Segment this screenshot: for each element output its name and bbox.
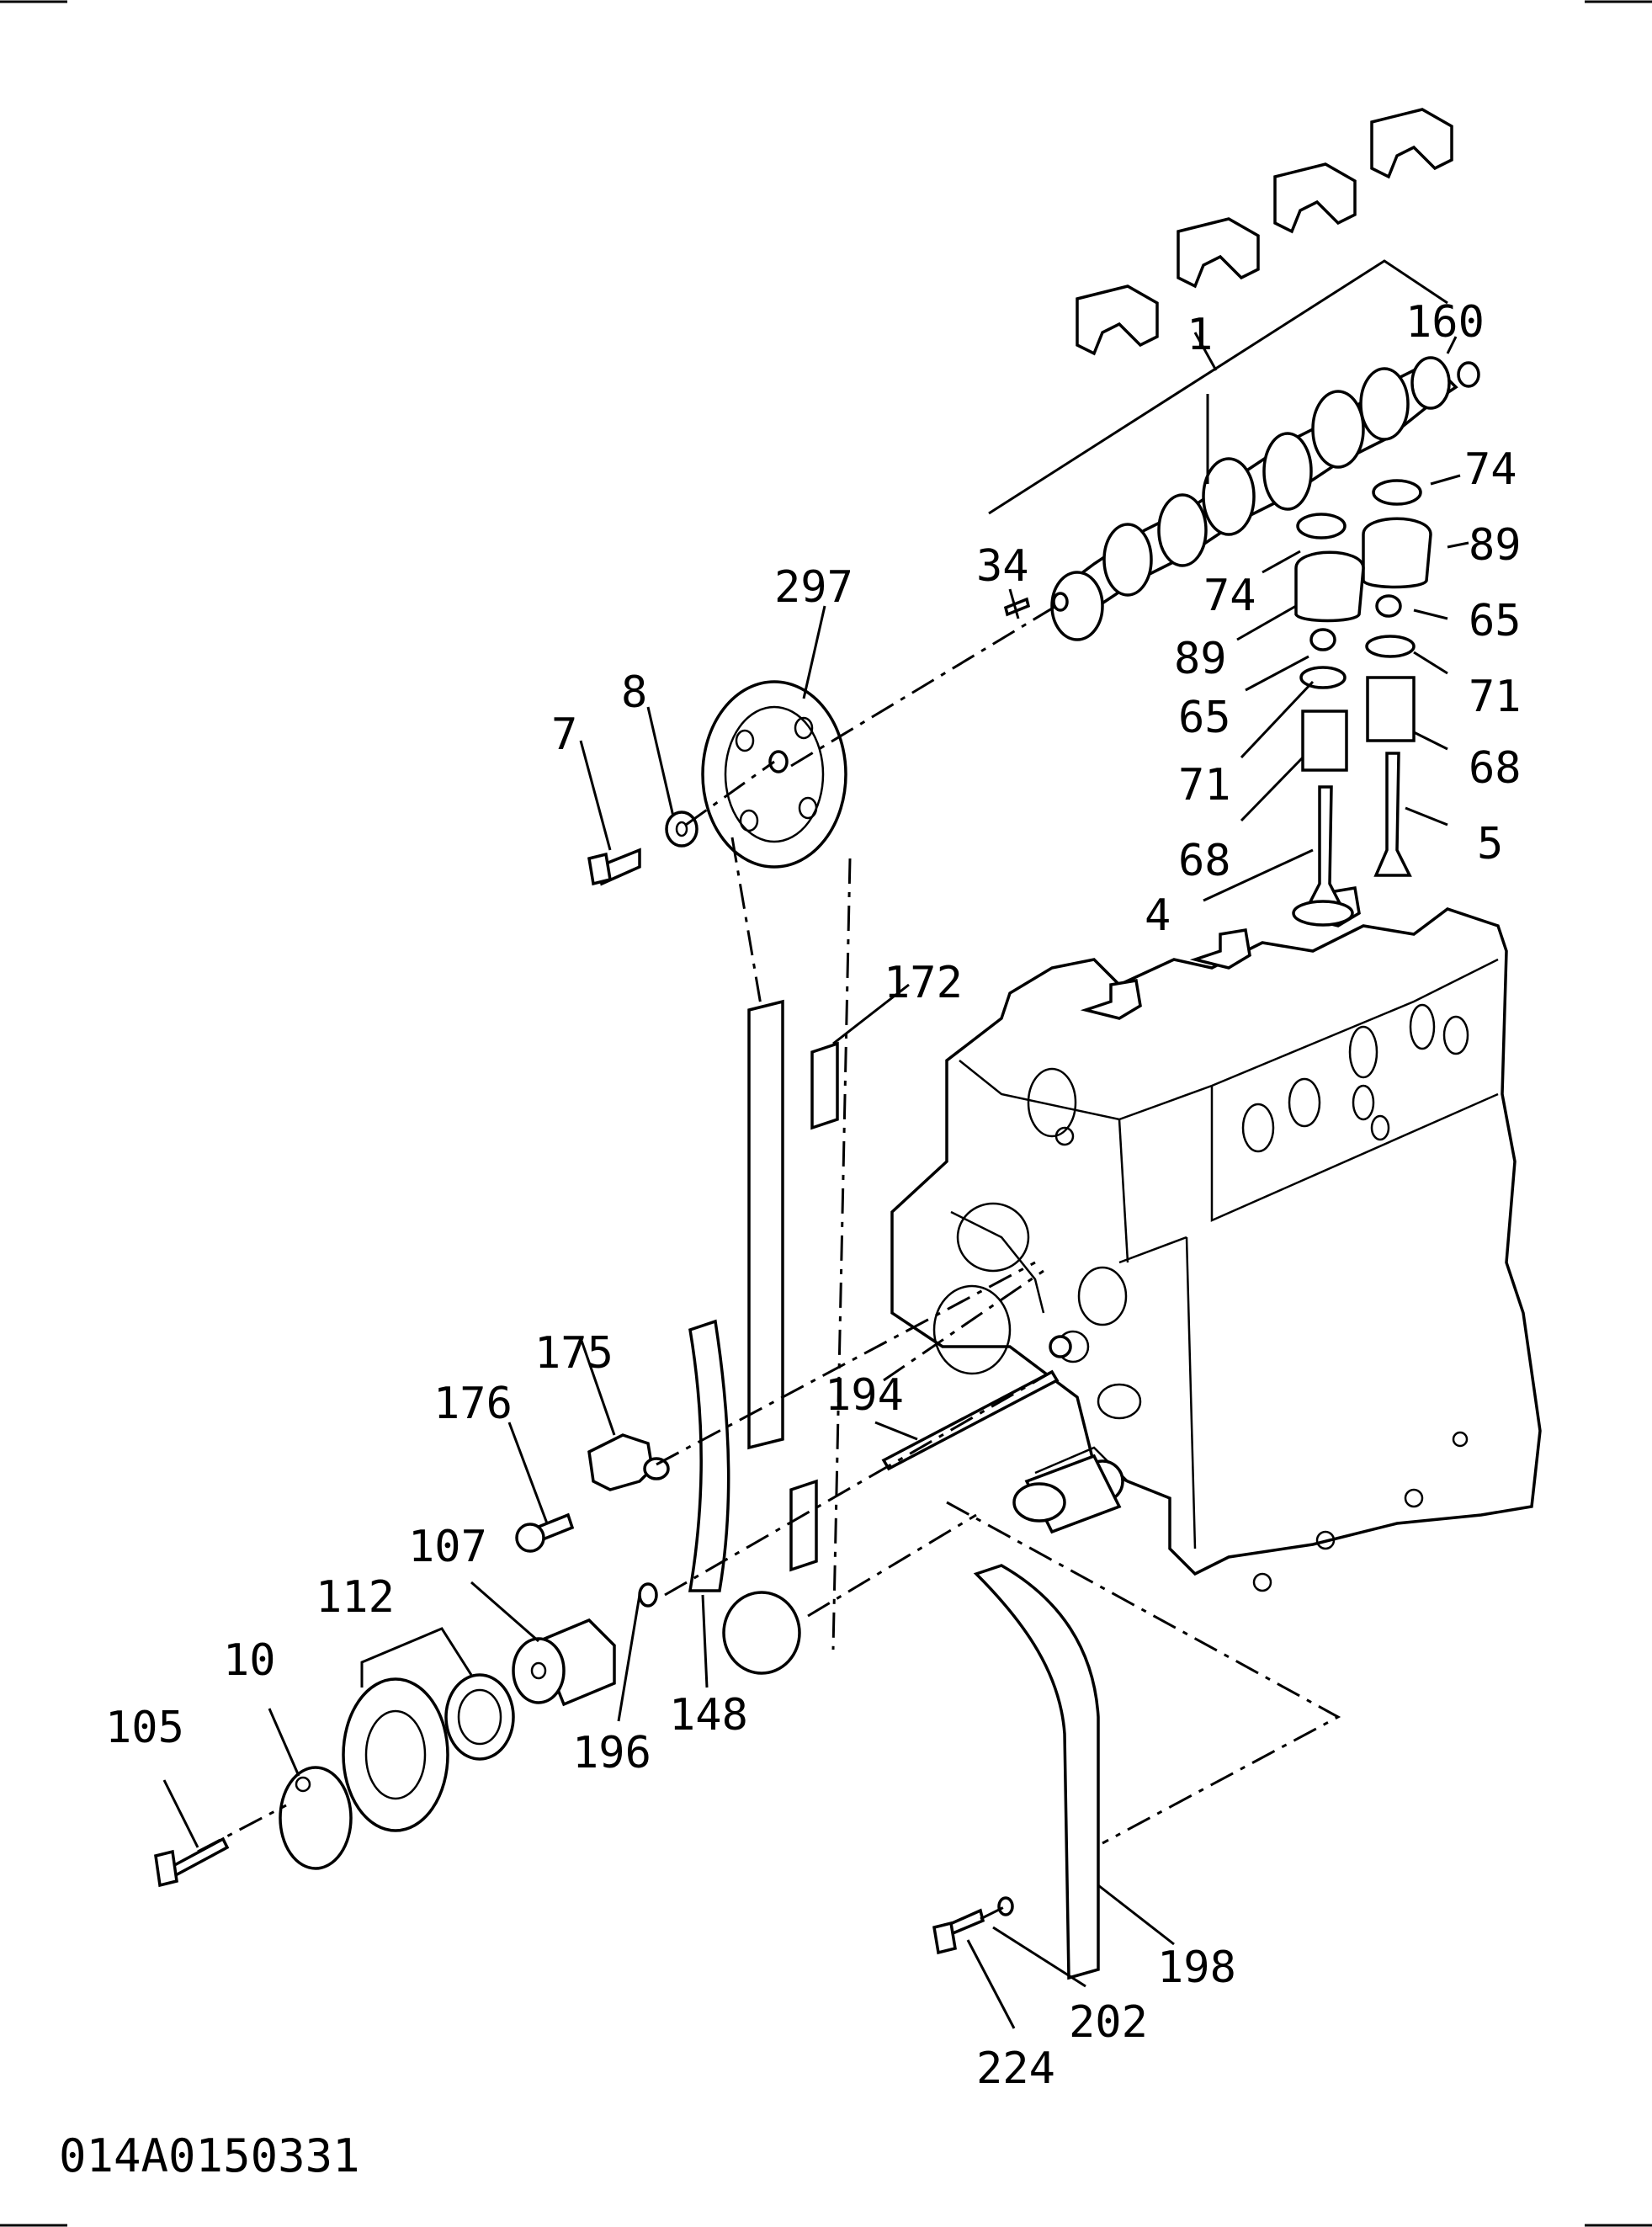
callout-8: 8 [621, 667, 647, 718]
callout-198: 198 [1157, 1943, 1236, 1993]
callout-71: 71 [1178, 760, 1231, 811]
callout-194: 194 [825, 1370, 904, 1421]
callout-172: 172 [884, 958, 963, 1008]
callout-4: 4 [1145, 890, 1171, 941]
callout-68: 68 [1469, 743, 1522, 794]
callout-74: 74 [1464, 444, 1517, 495]
callout-297: 297 [774, 562, 853, 613]
callout-107: 107 [408, 1522, 487, 1572]
callout-148: 148 [669, 1690, 748, 1741]
callout-1: 1 [1187, 310, 1213, 360]
cover-plate [932, 1564, 1100, 1980]
callout-112: 112 [316, 1572, 395, 1623]
valve-train-right [1362, 479, 1432, 877]
callout-labels: 1 160 74 89 65 71 68 5 34 74 89 65 71 68… [105, 297, 1522, 2094]
callout-68: 68 [1178, 836, 1231, 886]
callout-196: 196 [572, 1728, 651, 1778]
engine-block [890, 885, 1542, 1592]
chain-guide [688, 1319, 730, 1592]
pulley-and-bolt [154, 1766, 353, 1888]
washer-and-bolt [587, 811, 699, 886]
tensioner [515, 1433, 670, 1553]
callout-74: 74 [1203, 571, 1256, 621]
timing-chain [747, 999, 839, 1572]
callout-10: 10 [223, 1635, 276, 1686]
callout-71: 71 [1469, 672, 1522, 722]
leader-lines [162, 259, 1469, 2029]
callout-34: 34 [976, 541, 1029, 592]
callout-89: 89 [1174, 634, 1227, 684]
callout-175: 175 [534, 1328, 614, 1379]
idler-shaft [512, 1618, 616, 1707]
circlip [638, 1582, 658, 1608]
sprocket [701, 680, 847, 869]
pin [1003, 597, 1031, 617]
callout-65: 65 [1469, 596, 1522, 646]
callout-176: 176 [433, 1379, 513, 1429]
camshaft [1050, 356, 1480, 641]
callout-89: 89 [1469, 520, 1522, 571]
bearing-caps [1076, 108, 1453, 356]
crank-sprocket [722, 1591, 801, 1675]
crank-gear [342, 1673, 515, 1832]
callout-160: 160 [1405, 297, 1485, 348]
callout-7: 7 [551, 710, 577, 760]
callout-65: 65 [1178, 693, 1231, 743]
callout-202: 202 [1069, 1997, 1148, 2048]
callout-5: 5 [1477, 819, 1503, 869]
valve-train-left [1292, 513, 1365, 927]
callout-224: 224 [976, 2044, 1055, 2094]
callout-105: 105 [105, 1703, 184, 1753]
drawing-code: 014A0150331 [59, 2129, 360, 2182]
phantom-lines [197, 604, 1341, 1921]
